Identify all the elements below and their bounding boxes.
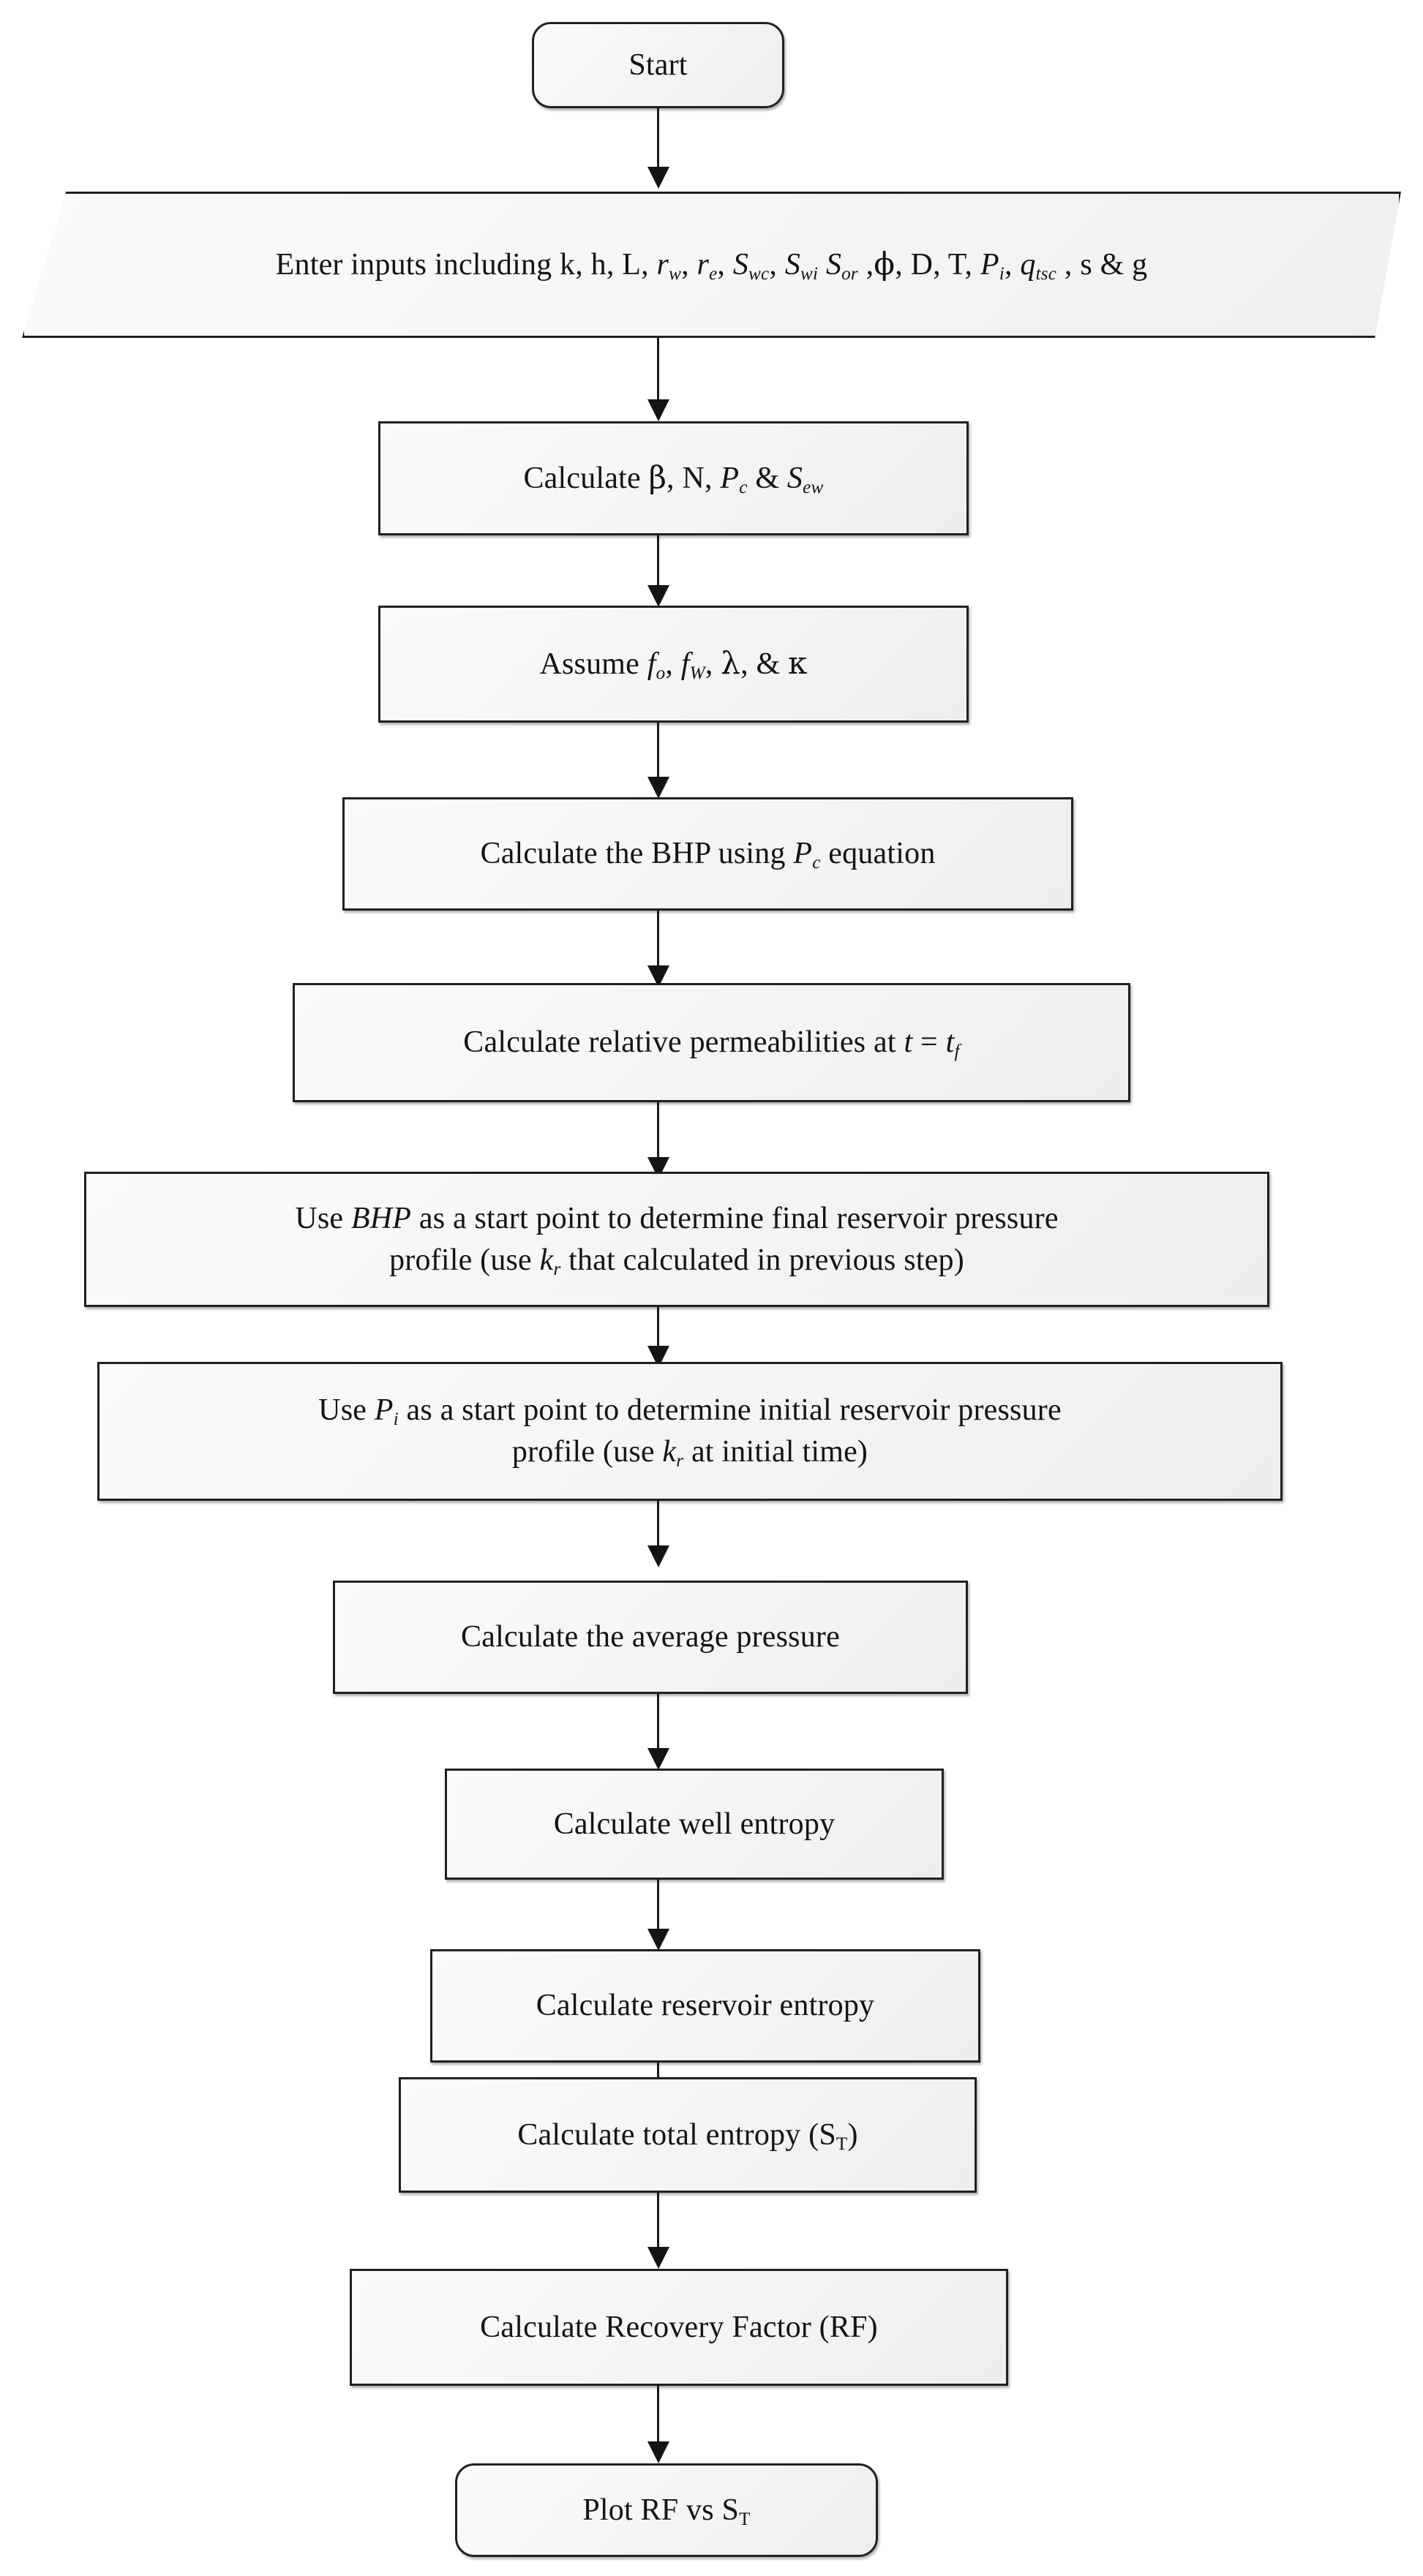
node-calc-total-entropy-label: Calculate total entropy (ST): [517, 2117, 858, 2154]
node-initial-pressure-profile[interactable]: Use Pi as a start point to determine ini…: [97, 1362, 1283, 1501]
node-final-pressure-profile[interactable]: Use BHP as a start point to determine fi…: [84, 1172, 1269, 1307]
connector-assume-f-to-calc-bhp: [657, 723, 659, 783]
assume-prefix: Assume: [539, 647, 647, 682]
node-start-label: Start: [628, 48, 688, 82]
sym-beta: β: [648, 459, 667, 496]
sym-eq: =: [912, 1025, 946, 1060]
sym-ST-sub-2: T: [739, 2509, 751, 2529]
initial-profile-line2: profile (use kr at initial time): [511, 1435, 868, 1472]
connector-calc-bhp-to-calc-relperm: [657, 911, 659, 971]
node-calc-bhp-label: Calculate the BHP using Pc equation: [467, 833, 948, 875]
sym-h: h: [590, 248, 607, 282]
sym-s: s: [1080, 248, 1092, 282]
sym-qtsc: qtsc: [1020, 248, 1057, 285]
sym-Pc-2: Pc: [793, 837, 821, 873]
sym-Sew: Sew: [786, 462, 824, 498]
node-calc-avg-pressure[interactable]: Calculate the average pressure: [333, 1581, 968, 1694]
node-calc-relperm[interactable]: Calculate relative permeabilities at t =…: [293, 983, 1130, 1102]
sym-D: D: [910, 248, 934, 282]
sym-BHP: BHP: [350, 1201, 412, 1235]
sym-Sor: Sor: [825, 248, 858, 285]
calc-bhp-suffix: equation: [820, 837, 936, 871]
node-calc-bhp[interactable]: Calculate the BHP using Pc equation: [342, 797, 1073, 911]
node-initial-pressure-profile-label: Use Pi as a start point to determine ini…: [305, 1390, 1075, 1472]
node-calc-total-entropy[interactable]: Calculate total entropy (ST): [399, 2077, 977, 2193]
node-calc-well-entropy-label: Calculate well entropy: [553, 1807, 836, 1841]
node-calc-beta[interactable]: Calculate β, N, Pc & Sew: [378, 421, 969, 535]
connector-calc-beta-to-assume-f: [657, 535, 659, 591]
calc-bhp-prefix: Calculate the BHP using: [480, 837, 794, 871]
node-calc-avg-pressure-label: Calculate the average pressure: [461, 1620, 840, 1654]
final-profile-line1: Use BHP as a start point to determine fi…: [295, 1201, 1059, 1235]
connector-enter-inputs-to-calc-beta: [657, 338, 659, 405]
calc-beta-prefix: Calculate: [523, 462, 649, 496]
initial-profile-line1: Use Pi as a start point to determine ini…: [318, 1393, 1062, 1430]
sym-k: k: [560, 248, 576, 282]
sym-L: L: [622, 248, 642, 282]
enter-inputs-prefix: Enter inputs including: [275, 248, 560, 282]
arrowhead-well-entropy-to-reservoir-entropy: [647, 1929, 669, 1951]
arrowhead-enter-inputs-to-calc-beta: [647, 399, 669, 421]
node-calc-reservoir-entropy[interactable]: Calculate reservoir entropy: [430, 1949, 980, 2063]
node-calc-reservoir-entropy-label: Calculate reservoir entropy: [536, 1989, 875, 2023]
connector-recovery-factor-to-plot: [657, 2386, 659, 2448]
sym-Pc: Pc: [720, 462, 748, 498]
sym-Swi: Swi: [784, 248, 819, 285]
sym-Pi-2: Pi: [374, 1393, 399, 1430]
arrowhead-start-to-enter-inputs: [647, 167, 669, 189]
sym-re: re: [697, 248, 718, 285]
arrowhead-initial-profile-to-avg-pressure: [647, 1545, 669, 1567]
node-calc-recovery-factor-label: Calculate Recovery Factor (RF): [480, 2310, 878, 2344]
parallelogram-shape: [22, 192, 1401, 338]
sym-Swc: Swc: [732, 248, 770, 285]
node-final-pressure-profile-label: Use BHP as a start point to determine fi…: [282, 1198, 1071, 1281]
node-plot-rf-st[interactable]: Plot RF vs ST: [455, 2463, 878, 2557]
connector-avg-pressure-to-well-entropy: [657, 1694, 659, 1754]
sym-T: T: [947, 248, 965, 282]
connector-well-entropy-to-reservoir-entropy: [657, 1880, 659, 1935]
node-plot-rf-st-label: Plot RF vs ST: [582, 2493, 751, 2529]
node-calc-well-entropy[interactable]: Calculate well entropy: [445, 1769, 944, 1880]
node-enter-inputs-label: Enter inputs including k, h, L, rw, re, …: [275, 246, 1148, 285]
arrowhead-recovery-factor-to-plot: [647, 2441, 669, 2463]
sym-tf: tf: [945, 1025, 960, 1062]
sym-lambda: λ: [721, 645, 741, 682]
final-profile-line2: profile (use kr that calculated in previ…: [389, 1243, 964, 1279]
arrowhead-calc-beta-to-assume-f: [647, 585, 669, 607]
node-enter-inputs[interactable]: Enter inputs including k, h, L, rw, re, …: [22, 192, 1401, 338]
sym-fW: fW: [680, 647, 705, 684]
calc-relperm-prefix: Calculate relative permeabilities at: [463, 1025, 904, 1060]
arrowhead-avg-pressure-to-well-entropy: [647, 1748, 669, 1770]
node-start[interactable]: Start: [532, 22, 784, 108]
arrowhead-assume-f-to-calc-bhp: [647, 777, 669, 799]
sym-ST-sub: T: [836, 2134, 848, 2154]
node-calc-relperm-label: Calculate relative permeabilities at t =…: [450, 1022, 972, 1063]
node-calc-recovery-factor[interactable]: Calculate Recovery Factor (RF): [350, 2269, 1008, 2386]
connector-calc-relperm-to-final-profile: [657, 1102, 659, 1162]
connector-initial-profile-to-avg-pressure: [657, 1501, 659, 1552]
sym-fo: fo: [647, 647, 666, 684]
sym-kappa: κ: [788, 645, 808, 682]
sym-amp-g: & g: [1100, 248, 1148, 282]
arrowhead-total-entropy-to-recovery-factor: [647, 2247, 669, 2269]
connector-final-profile-to-initial-profile: [657, 1307, 659, 1351]
node-assume-f-label: Assume fo, fW, λ, & κ: [539, 645, 808, 684]
node-assume-f[interactable]: Assume fo, fW, λ, & κ: [378, 606, 969, 723]
sym-phi: ϕ: [874, 246, 896, 282]
connector-start-to-enter-inputs: [657, 108, 659, 173]
sym-kr: kr: [539, 1243, 561, 1279]
sym-t: t: [904, 1025, 913, 1060]
sym-rw: rw: [656, 248, 682, 285]
sym-N: N: [682, 462, 705, 496]
node-calc-beta-label: Calculate β, N, Pc & Sew: [523, 459, 824, 498]
sym-Pi: Pi: [980, 248, 1005, 285]
sym-kr-2: kr: [662, 1435, 684, 1472]
connector-total-entropy-to-recovery-factor: [657, 2193, 659, 2253]
